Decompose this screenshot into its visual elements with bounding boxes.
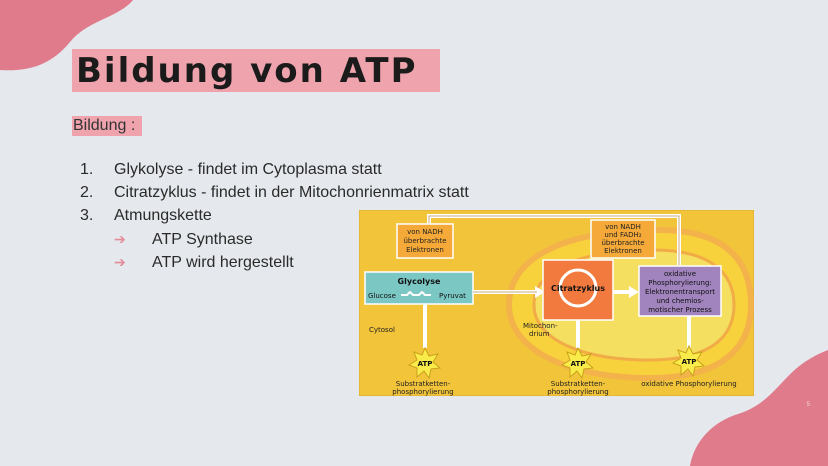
step-number: 2. xyxy=(80,184,94,201)
oxidative-line: oxidative xyxy=(664,270,696,278)
list-item: 1. Glykolyse - findet im Cytoplasma statt xyxy=(80,158,469,181)
step-number: 1. xyxy=(80,161,94,178)
substep-text: ATP wird hergestellt xyxy=(152,254,294,271)
step-text: Citratzyklus - findet in der Mitochonrie… xyxy=(114,184,469,201)
bottom-right-blob-decoration xyxy=(690,350,828,466)
step-text: Glykolyse - findet im Cytoplasma statt xyxy=(114,161,382,178)
pyruvat-label: Pyruvat xyxy=(439,292,466,300)
bottom-label-middle: Substratketten- xyxy=(551,380,606,388)
mitochondrium-label: drium xyxy=(529,330,550,338)
list-item: 3. Atmungskette xyxy=(80,204,469,227)
atp-star-right: ATP xyxy=(671,344,706,378)
steps-list: 1. Glykolyse - findet im Cytoplasma statt… xyxy=(80,158,469,227)
atp-label: ATP xyxy=(682,358,697,366)
title-highlight xyxy=(72,49,440,92)
nadh-right-line: Elektronen xyxy=(604,247,642,255)
nadh-left-box xyxy=(396,223,454,259)
atp-star-left: ATP xyxy=(407,346,442,380)
step-number: 3. xyxy=(80,207,94,224)
citratzyklus-label: Citratzyklus xyxy=(551,284,605,293)
atp-star-middle: ATP xyxy=(560,346,595,380)
nadh-right-line: und FADH₂ xyxy=(604,231,641,239)
substep-text: ATP Synthase xyxy=(152,231,253,248)
bottom-label-left: phosphorylierung xyxy=(392,388,453,396)
nadh-right-box xyxy=(590,219,656,259)
glycolyse-label: Glycolyse xyxy=(398,277,441,286)
oxidative-line: motischer Prozess xyxy=(648,306,712,314)
nadh-left-line: von NADH xyxy=(407,228,443,236)
oxidative-line: und chemios- xyxy=(656,297,704,305)
bottom-label-left: Substratketten- xyxy=(396,380,451,388)
top-left-blob-decoration xyxy=(0,0,133,71)
nadh-right-line: von NADH xyxy=(605,223,641,231)
nadh-left-line: überbrachte xyxy=(403,237,446,245)
arrow-right-icon: ➔ xyxy=(114,231,126,247)
atp-label: ATP xyxy=(418,360,433,368)
nadh-left-line: Elektronen xyxy=(406,246,444,254)
oxidative-line: Phosphorylierung: xyxy=(648,279,712,287)
step-text: Atmungskette xyxy=(114,207,212,224)
oxidative-line: Elektronentransport xyxy=(645,288,715,296)
substeps-list: ➔ ATP Synthase ➔ ATP wird hergestellt xyxy=(114,228,294,274)
atp-formation-diagram: von NADH überbrachte Elektronen von NADH… xyxy=(359,210,754,396)
glucose-label: Glucose xyxy=(368,292,396,300)
nadh-right-line: überbrachte xyxy=(601,239,644,247)
slide-number: 5 xyxy=(806,402,810,408)
bottom-label-middle: phosphorylierung xyxy=(547,388,608,396)
atp-label: ATP xyxy=(571,360,586,368)
list-item: 2. Citratzyklus - findet in der Mitochonr… xyxy=(80,181,469,204)
arrow-right-icon: ➔ xyxy=(114,254,126,270)
cytosol-label: Cytosol xyxy=(369,326,395,334)
mitochondrium-label: Mitochon- xyxy=(523,322,558,330)
oxidative-box xyxy=(638,265,722,317)
list-item: ➔ ATP wird hergestellt xyxy=(114,251,294,274)
bottom-label-right: oxidative Phosphorylierung xyxy=(641,380,736,388)
subtitle-highlight xyxy=(72,116,142,136)
subtitle: Bildung : xyxy=(73,117,136,134)
glycolyse-box xyxy=(364,271,474,305)
list-item: ➔ ATP Synthase xyxy=(114,228,294,251)
page-title: Bildung von ATP xyxy=(76,51,418,91)
